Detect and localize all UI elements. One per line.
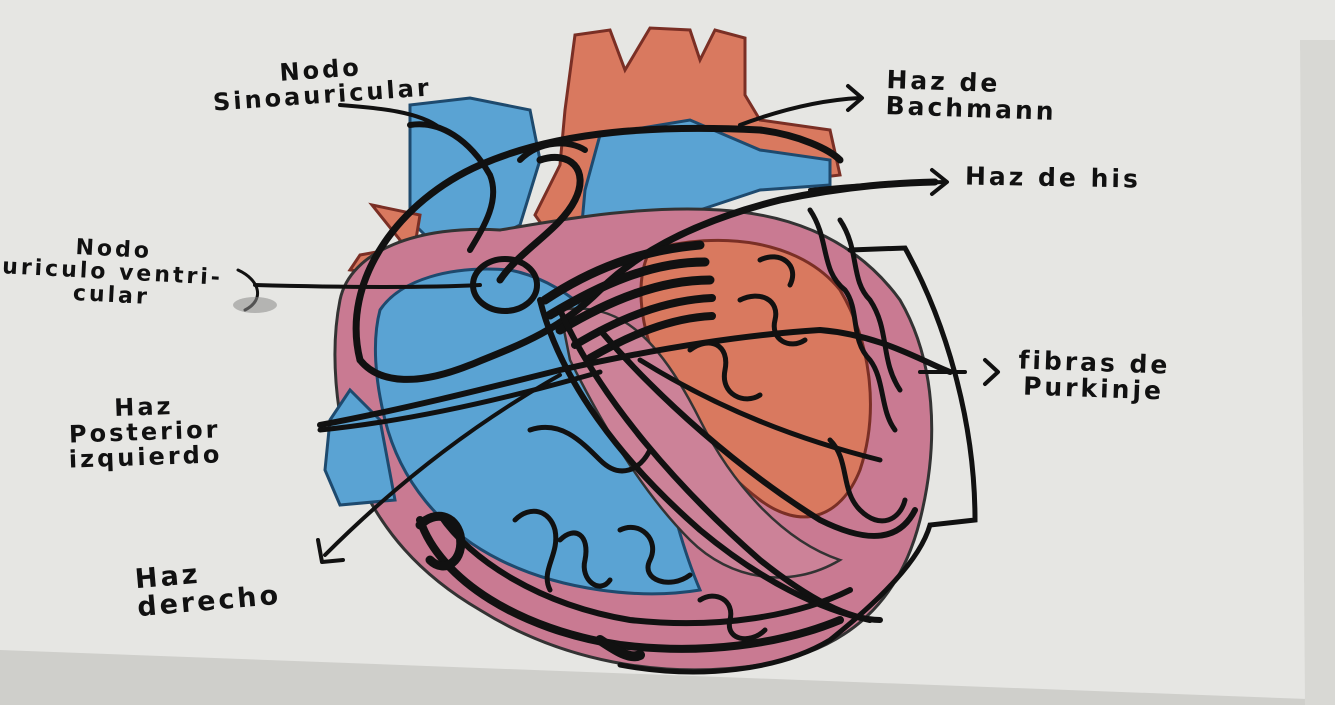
label-haz-his-line1: Haz de his <box>965 163 1141 192</box>
label-haz-bachmann: Haz de Bachmann <box>885 67 1058 125</box>
label-haz-his: Haz de his <box>965 163 1141 192</box>
label-fibras-purkinje-line2: Purkinje <box>1017 374 1170 406</box>
av-node-leader <box>255 285 480 287</box>
label-fibras-purkinje: fibras de Purkinje <box>1017 347 1171 405</box>
label-haz-posterior-line3: izquierdo <box>68 443 222 474</box>
label-haz-derecho: Haz derecho <box>134 554 282 623</box>
label-haz-bachmann-line2: Bachmann <box>885 93 1057 125</box>
label-haz-posterior-izquierdo: Haz Posterior izquierdo <box>67 392 223 473</box>
eraser-smudge <box>233 297 277 313</box>
label-nodo-auriculoventricular: Nodo uriculo ventri- cular <box>0 232 224 313</box>
paper-right-edge <box>1300 40 1335 705</box>
